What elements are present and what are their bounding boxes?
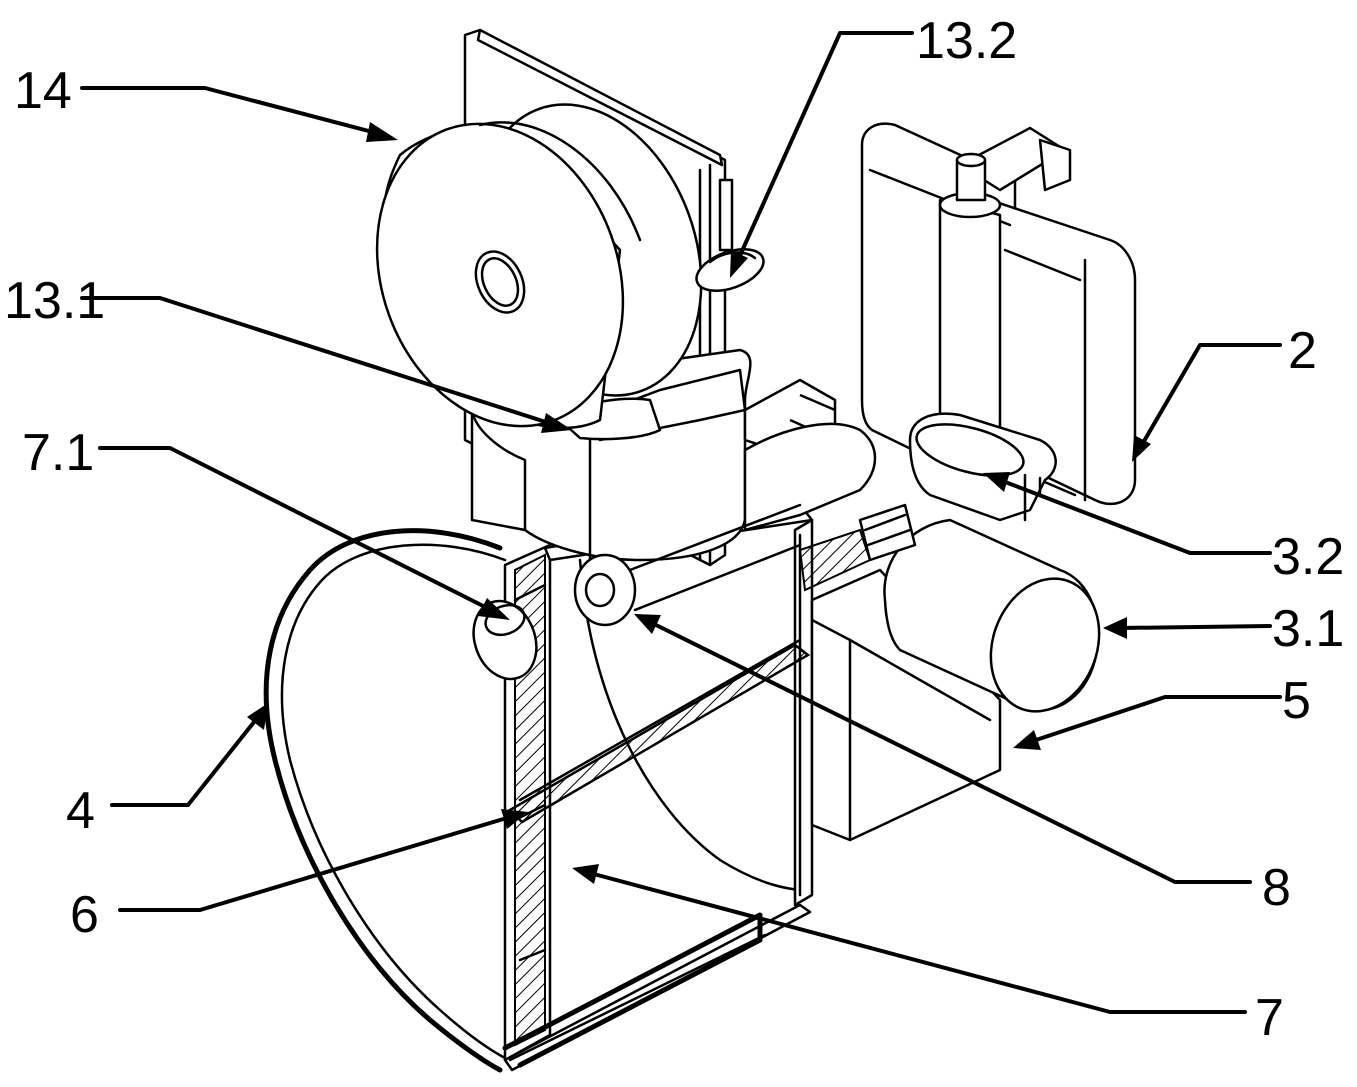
reference-labels: 14 13.2 13.1 7.1 2 3.2 3.1 5 4 6 8 7 xyxy=(4,12,1344,1047)
label-7: 7 xyxy=(1255,989,1284,1047)
clip xyxy=(695,178,765,292)
battery-pack xyxy=(860,122,1137,522)
label-5: 5 xyxy=(1282,672,1311,730)
roller xyxy=(573,503,802,627)
label-8: 8 xyxy=(1262,859,1291,917)
label-2: 2 xyxy=(1288,322,1317,380)
label-14: 14 xyxy=(14,62,72,120)
motor-cylinder xyxy=(858,503,1101,713)
label-4: 4 xyxy=(66,782,95,840)
label-3-2: 3.2 xyxy=(1272,528,1344,586)
label-7-1: 7.1 xyxy=(22,424,94,482)
label-13-1: 13.1 xyxy=(4,272,105,330)
label-13-2: 13.2 xyxy=(916,12,1017,70)
label-6: 6 xyxy=(70,886,99,944)
wheel xyxy=(375,103,703,429)
leader-lines xyxy=(80,31,1282,1014)
label-3-1: 3.1 xyxy=(1272,600,1344,658)
